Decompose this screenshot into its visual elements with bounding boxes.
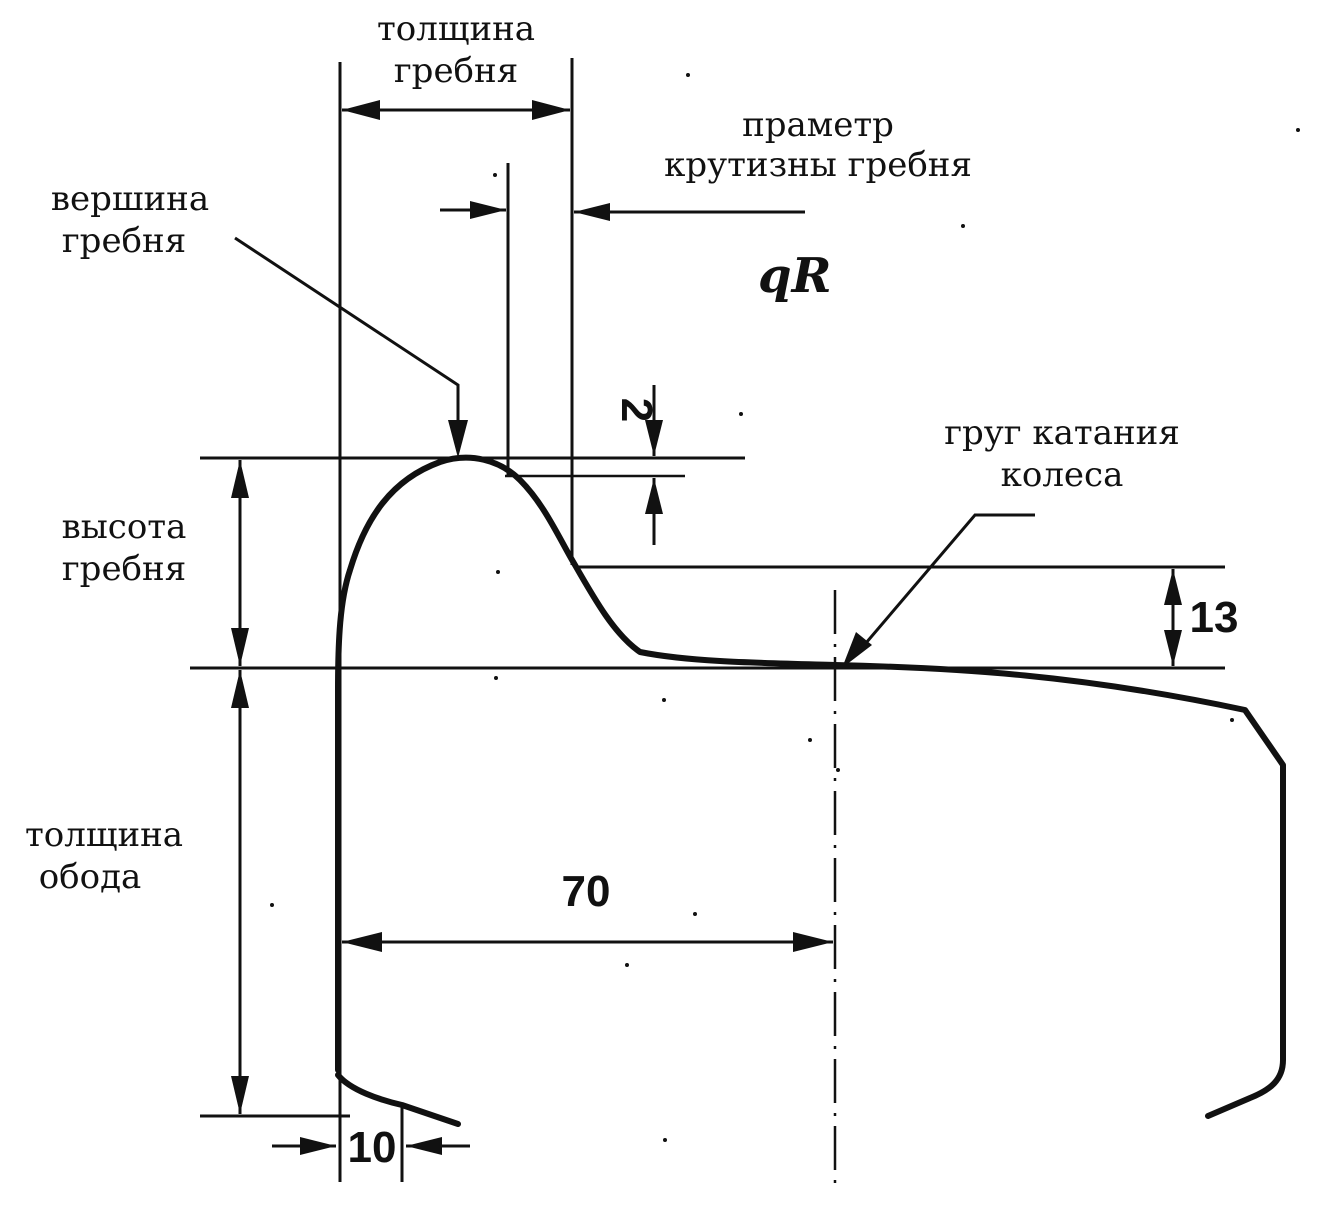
steepness-label-line2: крутизны гребня xyxy=(664,145,972,185)
offset-13-arrow-down xyxy=(1164,630,1182,666)
offset-2-arrow-down xyxy=(645,420,663,456)
apex-label-line1: вершина xyxy=(51,179,209,219)
steepness-symbol: qR xyxy=(758,248,831,304)
offset-70-value: 70 xyxy=(562,867,611,916)
flange-thickness-label-line1: толщина xyxy=(377,9,535,49)
apex-label-line2: гребня xyxy=(62,221,186,261)
rolling-circle-label-line2: колеса xyxy=(1001,455,1124,495)
rolling-circle-arrow xyxy=(842,632,872,668)
offset-13-value: 13 xyxy=(1190,593,1239,642)
rim-thickness-label-line2: обода xyxy=(39,857,142,897)
offset-10-arrow-right xyxy=(406,1137,442,1155)
rim-thickness-arrow-up xyxy=(231,670,249,708)
offset-70-arrow-right xyxy=(793,932,833,952)
scan-noise xyxy=(270,73,1300,1142)
steepness-arrow-right xyxy=(574,203,610,221)
offset-13-arrow-up xyxy=(1164,569,1182,605)
rim-thickness-label-line1: толщина xyxy=(25,815,183,855)
rim-inner-chamfer xyxy=(335,1072,461,1127)
apex-arrow xyxy=(448,420,468,458)
rim-thickness-arrow-down xyxy=(231,1076,249,1114)
steepness-arrow-left xyxy=(470,201,506,219)
flange-height-label-line1: высота xyxy=(62,507,187,547)
offset-2-value: 2 xyxy=(612,398,661,422)
wheel-profile-curve xyxy=(335,454,1286,1119)
flange-thickness-arrow-left xyxy=(342,100,380,120)
steepness-label-line1: праметр xyxy=(742,105,894,145)
offset-10-value: 10 xyxy=(348,1123,397,1172)
apex-leader-line xyxy=(234,236,460,420)
flange-height-arrow-down xyxy=(231,628,249,666)
flange-thickness-label-line2: гребня xyxy=(394,51,518,91)
flange-height-arrow-up xyxy=(231,460,249,498)
rolling-circle-label-line1: груг катания xyxy=(944,413,1180,453)
flange-height-label-line2: гребня xyxy=(62,549,186,589)
flange-thickness-arrow-right xyxy=(532,100,570,120)
offset-70-arrow-left xyxy=(342,932,382,952)
rolling-circle-leader-line xyxy=(858,513,1035,651)
offset-2-arrow-up xyxy=(645,478,663,514)
offset-10-arrow-left xyxy=(300,1137,336,1155)
